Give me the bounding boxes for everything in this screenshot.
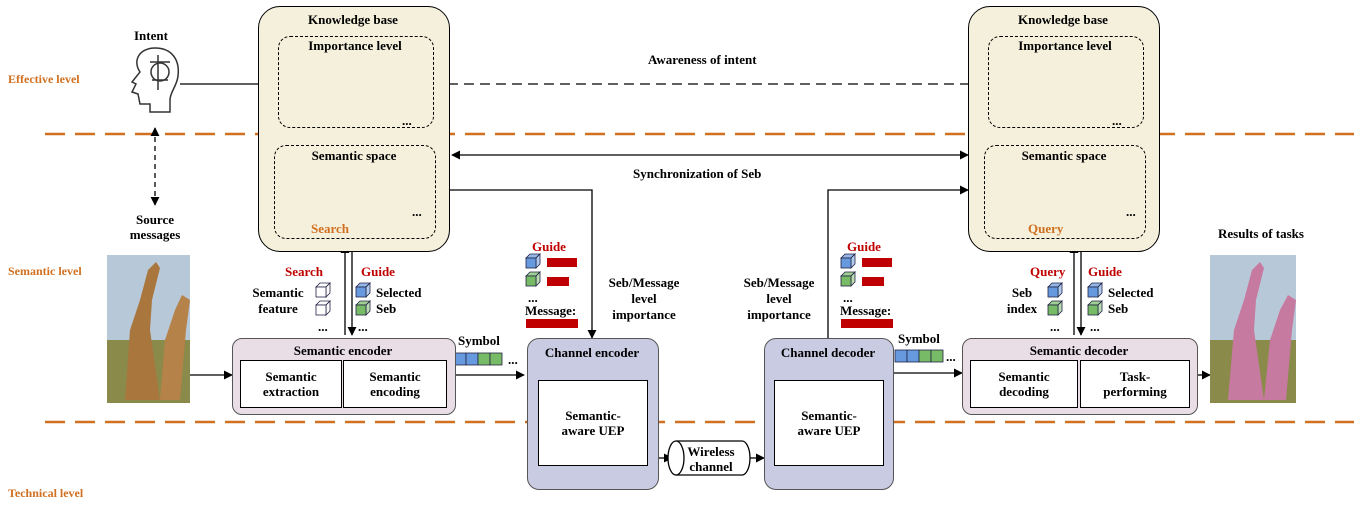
right-semantic-space-box [984, 145, 1146, 239]
selected-seb-label-left: Selected Seb [376, 285, 422, 316]
left-symbol-strip [453, 352, 503, 366]
intent-label: Intent [134, 28, 168, 43]
right-symbol-ellipsis: ... [946, 349, 956, 364]
semantic-decoder-title: Semantic decoder [1029, 343, 1129, 358]
guide-label-center-right: Guide [847, 239, 881, 254]
left-importance-box [278, 36, 434, 128]
intent-head-icon [130, 47, 180, 113]
seb-index-ellipsis: ... [1050, 319, 1060, 334]
right-query-tag: Query [1028, 221, 1064, 236]
search-label: Search [285, 264, 324, 279]
task-performing-block: Task- performing [1080, 360, 1190, 408]
semantic-level-label: Semantic level [8, 264, 82, 278]
guide-ellipsis-right: ... [843, 290, 853, 305]
source-image [107, 255, 190, 403]
seb-message-importance-left: Seb/Message level importance [608, 275, 680, 322]
semantic-extraction-block: Semantic extraction [240, 360, 342, 408]
message-label-right: Message: [840, 303, 892, 318]
uep-block-left: Semantic- aware UEP [538, 380, 648, 466]
right-guide-label: Guide [1088, 264, 1122, 279]
right-knowledge-base [968, 6, 1160, 252]
selected-seb-ellipsis-right: ... [1090, 319, 1100, 334]
right-importance-ellipsis: ... [1112, 113, 1122, 128]
selected-seb-ellipsis-left: ... [358, 319, 368, 334]
channel-encoder-title: Channel encoder [544, 345, 640, 360]
result-image [1210, 255, 1296, 403]
semantic-encoding-block: Semantic encoding [343, 360, 447, 408]
left-semantic-space-box [274, 145, 436, 239]
source-messages-label: Source messages [129, 212, 181, 242]
left-importance-title: Importance level [308, 38, 402, 53]
seb-index-label: Seb index [1006, 285, 1038, 316]
guide-ellipsis-left: ... [528, 290, 538, 305]
left-guide-label: Guide [361, 264, 395, 279]
left-symbol-ellipsis: ... [508, 352, 518, 367]
effective-level-label: Effective level [8, 72, 80, 86]
right-kb-title: Knowledge base [1018, 12, 1108, 27]
left-semantic-ellipsis: ... [412, 204, 422, 219]
guide-label-center-left: Guide [532, 239, 566, 254]
right-semantic-space-title: Semantic space [1021, 148, 1107, 163]
awareness-of-intent-label: Awareness of intent [648, 52, 757, 67]
right-importance-box [988, 36, 1144, 128]
results-of-tasks-label: Results of tasks [1218, 226, 1304, 241]
semantic-encoder-title: Semantic encoder [293, 343, 393, 358]
left-search-tag: Search [311, 221, 350, 236]
technical-level-label: Technical level [8, 486, 84, 500]
left-knowledge-base [258, 6, 450, 252]
semantic-feature-ellipsis: ... [318, 319, 328, 334]
wireless-channel-icon [667, 440, 751, 476]
semantic-decoding-block: Semantic decoding [970, 360, 1078, 408]
message-label-left: Message: [525, 303, 577, 318]
right-semantic-ellipsis: ... [1126, 204, 1136, 219]
semantic-feature-label: Semantic feature [252, 285, 304, 316]
query-label: Query [1030, 264, 1066, 279]
channel-decoder-title: Channel decoder [780, 345, 876, 360]
right-symbol-label: Symbol [898, 331, 940, 346]
left-symbol-label: Symbol [458, 333, 500, 348]
left-importance-ellipsis: ... [402, 113, 412, 128]
left-semantic-space-title: Semantic space [311, 148, 397, 163]
left-kb-title: Knowledge base [308, 12, 398, 27]
seb-message-importance-right: Seb/Message level importance [743, 275, 815, 322]
wireless-channel-label: Wireless channel [687, 444, 735, 474]
selected-seb-label-right: Selected Seb [1108, 285, 1154, 316]
right-importance-title: Importance level [1018, 38, 1112, 53]
right-symbol-strip [894, 349, 944, 363]
uep-block-right: Semantic- aware UEP [774, 380, 884, 466]
synchronization-label: Synchronization of Seb [633, 166, 762, 181]
